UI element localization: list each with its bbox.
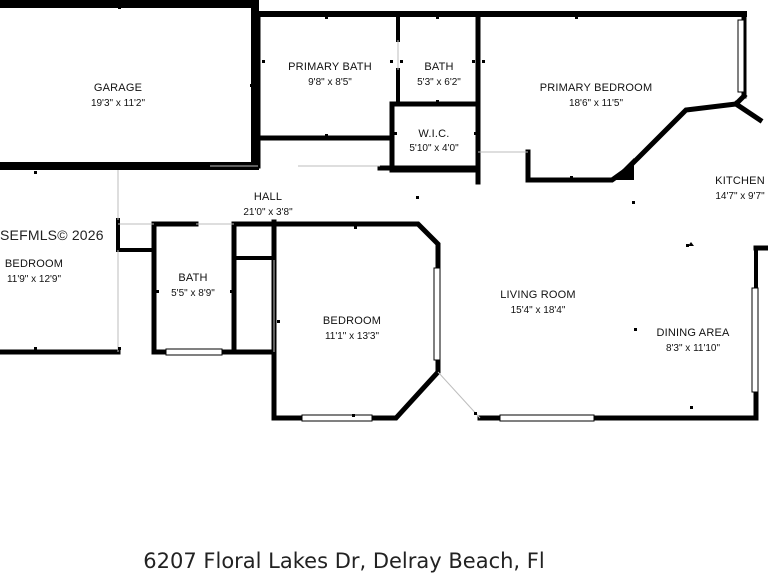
window-bath xyxy=(165,348,223,356)
bath-2-west-wall xyxy=(151,221,169,355)
bath-1-dim: 5'3" x 6'2" xyxy=(417,77,461,88)
hall-dim: 21'0" x 3'8" xyxy=(243,207,293,218)
kitchen-name: KITCHEN xyxy=(715,175,765,187)
dimension-markers xyxy=(34,6,693,417)
bedroom-dim: 11'1" x 13'3" xyxy=(325,331,380,342)
bath-1-name: BATH xyxy=(424,61,453,73)
primary-bath-name: PRIMARY BATH xyxy=(288,61,372,73)
window-dining xyxy=(751,287,759,393)
primary-bath-dim: 9'8" x 8'5" xyxy=(308,77,352,88)
wic-dim: 5'10" x 4'0" xyxy=(409,143,459,154)
bath-2-name: BATH xyxy=(178,272,207,284)
bedroom-north-wall xyxy=(271,221,441,271)
primary-bedroom-angled-wall xyxy=(525,92,748,183)
window-living-room xyxy=(499,414,595,422)
living-room-name: LIVING ROOM xyxy=(500,289,576,301)
garage-walls xyxy=(0,0,259,170)
walls xyxy=(0,0,768,421)
bedroom-name: BEDROOM xyxy=(323,315,381,327)
dining-area-name: DINING AREA xyxy=(656,327,730,339)
property-address: 6207 Floral Lakes Dr, Delray Beach, Fl xyxy=(143,549,545,573)
room-labels: GARAGE 19'3" x 11'2" PRIMARY BATH 9'8" x… xyxy=(5,61,765,354)
garage-dim: 19'3" x 11'2" xyxy=(91,98,146,109)
wic-name: W.I.C. xyxy=(418,128,449,140)
watermark: SEFMLS© 2026 xyxy=(0,227,104,243)
primary-bedroom-dim: 18'6" x 11'5" xyxy=(569,98,624,109)
bedroom-left-dim: 11'9" x 12'9" xyxy=(7,274,62,285)
door-openings xyxy=(117,40,528,419)
living-south-wall xyxy=(477,389,759,421)
living-room-dim: 15'4" x 18'4" xyxy=(511,305,566,316)
bedroom-left-name: BEDROOM xyxy=(5,258,63,270)
window-primary-bedroom xyxy=(737,19,745,93)
bedroom-south-angled-wall xyxy=(369,357,441,421)
windows xyxy=(165,19,759,422)
primary-bedroom-corner-fill xyxy=(612,158,634,180)
window-bedroom xyxy=(301,414,373,422)
window-bedroom-east xyxy=(433,267,441,361)
dining-area-dim: 8'3" x 11'10" xyxy=(666,343,721,354)
hall-name: HALL xyxy=(254,191,282,203)
bath-2-dim: 5'5" x 8'9" xyxy=(171,288,215,299)
kitchen-corner-wall xyxy=(732,100,764,124)
primary-bedroom-name: PRIMARY BEDROOM xyxy=(540,82,653,94)
garage-name: GARAGE xyxy=(94,82,142,94)
kitchen-marker xyxy=(688,242,694,246)
kitchen-dim: 14'7" x 9'7" xyxy=(715,191,765,202)
